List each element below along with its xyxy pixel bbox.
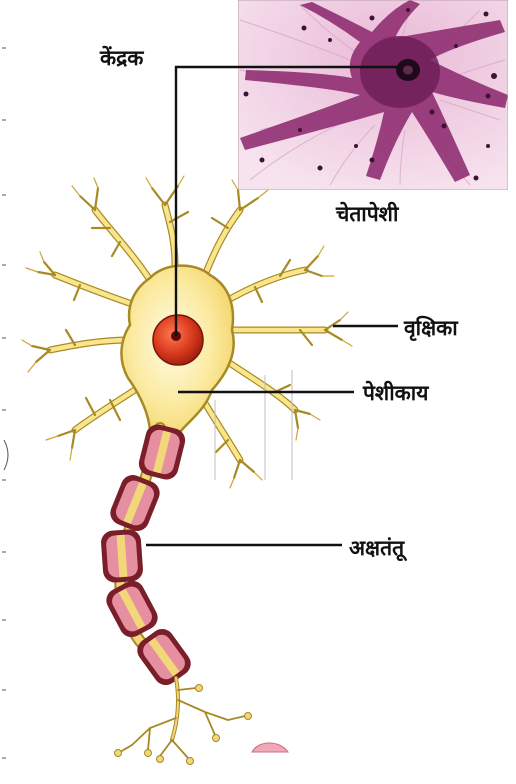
cell-body-label: पेशीकाय: [363, 379, 428, 407]
nucleus-label: केंद्रक: [100, 44, 143, 72]
page-margin-marks: [2, 48, 8, 758]
nucleus: [153, 315, 203, 365]
myelin-sheath: [100, 422, 195, 690]
axon-terminals: [115, 678, 289, 765]
neuron-micrograph: [238, 0, 508, 190]
guide-lines: [215, 370, 292, 480]
dendrite-label: वृक्षिका: [404, 314, 458, 342]
axon-label: अक्षतंतू: [349, 534, 404, 562]
neuron-photo-caption: चेतापेशी: [336, 200, 398, 228]
target-cell: [252, 743, 288, 752]
